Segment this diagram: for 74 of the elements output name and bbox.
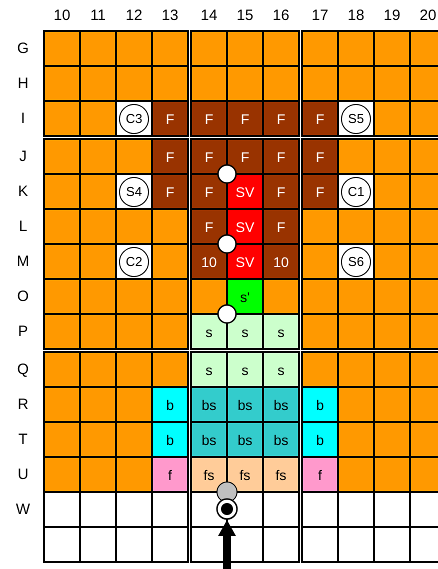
table-cell: bs — [192, 388, 226, 421]
column-header: 13 — [160, 6, 180, 26]
circled-label: S5 — [341, 104, 371, 134]
table-cell: F — [153, 102, 187, 135]
table-cell: fs — [192, 458, 226, 491]
table-cell: b — [153, 423, 187, 456]
table-cell: b — [303, 423, 337, 456]
table-cell: F — [153, 140, 187, 173]
table-cell: F — [264, 140, 298, 173]
table-cell: SV — [228, 210, 262, 243]
table-cell: s — [264, 353, 298, 386]
table-cell: F — [192, 140, 226, 173]
row-header: H — [16, 74, 30, 94]
table-cell: s — [192, 353, 226, 386]
table-cell: F — [228, 140, 262, 173]
row-header: K — [16, 182, 29, 202]
row-header: O — [16, 287, 30, 307]
table-cell: s' — [228, 280, 262, 313]
table-cell: SV — [228, 175, 262, 208]
table-cell: F — [264, 175, 298, 208]
table-cell: f — [153, 458, 187, 491]
column-header: 14 — [200, 6, 218, 26]
table-cell: F — [303, 102, 337, 135]
column-header: 15 — [236, 6, 254, 26]
table-cell: bs — [228, 423, 262, 456]
table-cell: F — [153, 175, 187, 208]
table-cell: fs — [264, 458, 298, 491]
column-header: 20 — [418, 6, 438, 26]
table-cell: s — [192, 315, 226, 348]
table-cell: s — [228, 353, 262, 386]
circled-label: C2 — [119, 246, 149, 276]
column-header: 12 — [124, 6, 144, 26]
row-header: L — [18, 217, 28, 237]
table-cell: b — [153, 388, 187, 421]
table-cell: s — [228, 315, 262, 348]
table-cell: F — [192, 210, 226, 243]
table-cell: F — [228, 102, 262, 135]
column-header: 11 — [89, 6, 107, 26]
row-header: I — [20, 109, 26, 129]
row-header: T — [17, 430, 29, 450]
row-header: G — [16, 39, 30, 59]
table-cell: F — [192, 102, 226, 135]
column-header: 19 — [382, 6, 402, 26]
circled-label: C3 — [119, 104, 149, 134]
table-cell: bs — [264, 388, 298, 421]
circled-label: C1 — [341, 176, 371, 206]
column-header: 16 — [272, 6, 290, 26]
column-header: 17 — [310, 6, 330, 26]
table-cell: F — [264, 102, 298, 135]
table-cell: b — [303, 388, 337, 421]
table-cell: SV — [228, 245, 262, 278]
table-cell: f — [303, 458, 337, 491]
table-cell: bs — [264, 423, 298, 456]
table-cell: fs — [228, 458, 262, 491]
table-cell: F — [303, 175, 337, 208]
table-cell: 10 — [264, 245, 298, 278]
row-header: Q — [16, 360, 30, 380]
table-cell: F — [192, 175, 226, 208]
table-cell: s — [264, 315, 298, 348]
table-cell: bs — [228, 388, 262, 421]
table-cell: bs — [192, 423, 226, 456]
column-header: 18 — [346, 6, 366, 26]
row-header: U — [16, 465, 30, 485]
row-header: P — [16, 322, 29, 342]
row-header: M — [16, 252, 30, 272]
row-header: J — [18, 147, 28, 167]
circled-label: S4 — [119, 176, 149, 206]
row-header: W — [14, 500, 32, 520]
table-cell: F — [303, 140, 337, 173]
row-header: R — [16, 395, 30, 415]
column-header: 10 — [52, 6, 72, 26]
circled-label: S6 — [341, 246, 371, 276]
table-cell: F — [264, 210, 298, 243]
table-cell: 10 — [192, 245, 226, 278]
